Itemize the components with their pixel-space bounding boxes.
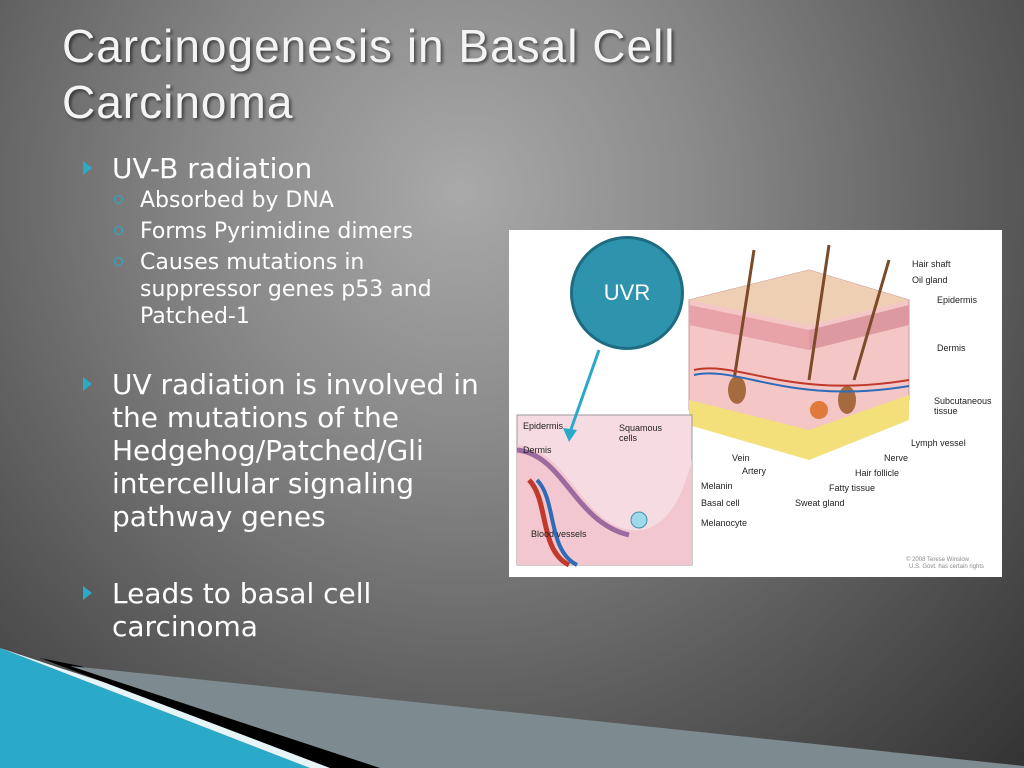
label-nerve: Nerve [884, 453, 908, 463]
bullet-arrow-icon [83, 377, 92, 391]
label-squamous: Squamous [619, 423, 663, 433]
label-artery: Artery [742, 466, 767, 476]
skin-diagram-svg: Hair shaft Oil gland Epidermis Dermis Su… [516, 244, 992, 570]
sub-bullet-ring-icon [114, 257, 123, 266]
sub-bullet-ring-icon [114, 226, 123, 235]
copyright-line-1: © 2008 Terese Winslow [906, 556, 970, 563]
sub-bullet-text: Causes mutations in suppressor genes p53… [140, 250, 432, 329]
label-fatty-tissue: Fatty tissue [829, 483, 875, 493]
bullet-text: UV-B radiation [112, 152, 313, 185]
label-lymph-vessel: Lymph vessel [911, 438, 966, 448]
uvr-label: UVR [603, 280, 651, 305]
label-inset-epidermis: Epidermis [523, 421, 564, 431]
skin-anatomy-diagram: Hair shaft Oil gland Epidermis Dermis Su… [509, 230, 1002, 577]
bullet-basal-cell: Leads to basal cell carcinoma [80, 577, 412, 643]
label-sweat-gland: Sweat gland [795, 498, 845, 508]
label-melanocyte: Melanocyte [701, 518, 747, 528]
uvr-circle: UVR [570, 236, 684, 350]
bullet-list: UV-B radiation Absorbed by DNA Forms Pyr… [80, 152, 500, 643]
label-inset-dermis: Dermis [523, 445, 552, 455]
bullet-text: UV radiation is involved in the mutation… [112, 368, 479, 533]
sub-bullet: Causes mutations in suppressor genes p53… [80, 249, 450, 330]
label-blood-vessels: Blood vessels [531, 529, 587, 539]
label-basal-cell: Basal cell [701, 498, 740, 508]
bullet-hedgehog: UV radiation is involved in the mutation… [80, 368, 487, 533]
label-hair-follicle: Hair follicle [855, 468, 899, 478]
label-melanin: Melanin [701, 481, 733, 491]
corner-decoration [0, 648, 1024, 768]
label-dermis: Dermis [937, 343, 966, 353]
bullet-text: Leads to basal cell carcinoma [112, 577, 372, 643]
sub-bullet-text: Forms Pyrimidine dimers [140, 219, 413, 244]
label-vein: Vein [732, 453, 750, 463]
copyright-line-2: U.S. Govt. has certain rights [909, 564, 984, 570]
label-tissue: tissue [934, 406, 958, 416]
label-subcutaneous: Subcutaneous [934, 396, 992, 406]
bullet-arrow-icon [83, 586, 92, 600]
bullet-uvb: UV-B radiation [80, 152, 500, 185]
sub-bullet: Absorbed by DNA [80, 187, 500, 214]
label-oil-gland: Oil gland [912, 275, 948, 285]
slide-title: Carcinogenesis in Basal Cell Carcinoma [62, 20, 676, 128]
sub-bullet-ring-icon [114, 195, 123, 204]
label-epidermis: Epidermis [937, 295, 978, 305]
bullet-arrow-icon [83, 161, 92, 175]
sub-bullet-text: Absorbed by DNA [140, 188, 334, 213]
label-cells: cells [619, 433, 638, 443]
label-hair-shaft: Hair shaft [912, 259, 951, 269]
sub-bullet: Forms Pyrimidine dimers [80, 218, 500, 245]
